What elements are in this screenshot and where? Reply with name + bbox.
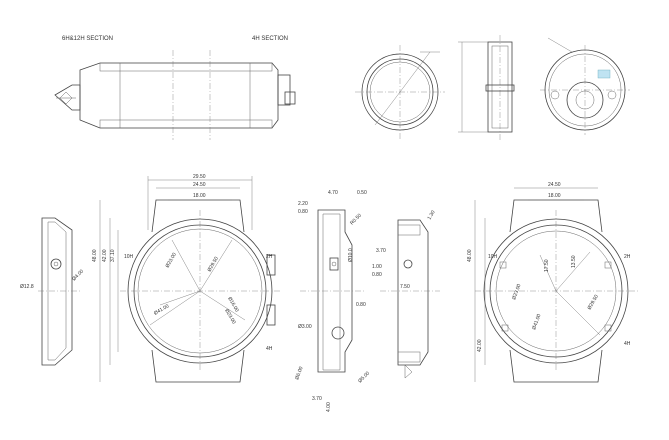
back-lug-width: 24.50 xyxy=(548,182,561,188)
back-dim-4: Ø41.00 xyxy=(531,313,542,331)
crown-dim-4: R0.50 xyxy=(349,213,363,227)
back-label-2h: 2H xyxy=(624,254,631,260)
cb-dim-0: 1.30 xyxy=(427,209,437,221)
front-dia-2: Ø41.00 xyxy=(153,303,170,317)
crown-dim-11: 4.00 xyxy=(326,402,332,412)
back-dim-1: 13.50 xyxy=(571,255,577,268)
side-dia-label: Ø4.00 xyxy=(71,268,85,282)
cb-dim-3: 0.80 xyxy=(372,272,382,278)
cb-dim-4: 7.50 xyxy=(400,284,410,290)
crown-dim-5: Ø10.0 xyxy=(348,248,354,262)
front-lug-width: 24.50 xyxy=(193,182,206,188)
back-dim-0: 17.50 xyxy=(544,259,550,272)
front-height-b: 37.10 xyxy=(110,249,116,262)
section-view: 6H&12H SECTION 4H SECTION xyxy=(54,36,296,140)
back-label-10h: 10H xyxy=(488,254,498,260)
cb-dim-1: 3.70 xyxy=(376,248,386,254)
crown-dim-2: 2.20 xyxy=(298,201,308,207)
section-title-4h: 4H SECTION xyxy=(252,36,288,42)
front-label-10h: 10H xyxy=(124,254,134,260)
crown-dim-8: Ø6.00 xyxy=(294,366,304,381)
front-dia-0: Ø23.00 xyxy=(165,252,179,269)
back-height-a: 42.00 xyxy=(477,339,483,352)
caseback-side-view: 1.30 3.70 1.00 0.80 7.50 xyxy=(372,209,440,379)
back-strap-width: 18.00 xyxy=(548,193,561,199)
front-label-4h: 4H xyxy=(266,346,273,352)
side-view-left: Ø12.8 Ø4.00 xyxy=(20,217,85,366)
crown-side-view: 4.70 0.50 2.20 0.80 R0.50 Ø10.0 0.80 Ø3.… xyxy=(294,190,371,412)
crown-dim-3: 0.80 xyxy=(298,209,308,215)
cyan-component xyxy=(597,69,611,79)
front-strap-width: 18.00 xyxy=(193,193,206,199)
crown-dim-1: 0.50 xyxy=(357,190,367,196)
back-height-total: 48.00 xyxy=(467,249,473,262)
back-dim-3: Ø29.50 xyxy=(587,294,601,311)
front-height-a: 42.00 xyxy=(102,249,108,262)
cb-dim-2: 1.00 xyxy=(372,264,382,270)
case-side-profile xyxy=(458,35,515,140)
caseback-view xyxy=(540,37,630,135)
crown-dim-6: 0.80 xyxy=(356,302,366,308)
front-view: 29.50 24.50 18.00 48.00 42.00 37.10 10H … xyxy=(92,174,282,383)
front-dia-1: Ø29.50 xyxy=(207,256,221,273)
front-overall-width: 29.50 xyxy=(193,174,206,180)
front-height-total: 48.00 xyxy=(92,249,98,262)
ring-top-view xyxy=(355,45,445,140)
crown-dim-0: 4.70 xyxy=(328,190,338,196)
crown-dim-7: Ø3.00 xyxy=(298,324,312,330)
crown-dim-10: 3.70 xyxy=(312,396,322,402)
crown-dim-9: Ø5.00 xyxy=(357,370,371,384)
back-view: 24.50 18.00 48.00 42.00 10H 2H 4H 17.50 … xyxy=(467,182,640,383)
back-dim-2: Ø23.00 xyxy=(511,283,522,301)
section-title-6h-12h: 6H&12H SECTION xyxy=(62,36,113,42)
front-label-2h: 2H xyxy=(266,254,273,260)
back-label-4h: 4H xyxy=(624,341,631,347)
side-height-label: Ø12.8 xyxy=(20,284,34,290)
